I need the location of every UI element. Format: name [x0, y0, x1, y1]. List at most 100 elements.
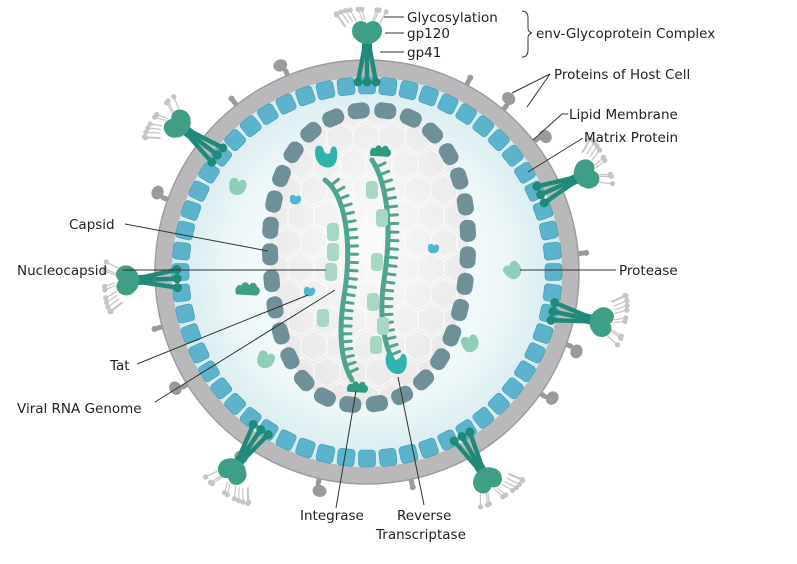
matrix-protein-unit — [175, 220, 195, 241]
glycan-sugar — [245, 500, 251, 506]
matrix-protein-block — [224, 393, 246, 415]
capsid-protein — [459, 246, 476, 269]
capsid-protein — [374, 102, 397, 120]
nucleocapsid-protein — [327, 223, 339, 241]
tat-protein-shape — [290, 194, 302, 205]
nucleocapsid-protein — [317, 309, 329, 327]
glycan-sugar — [614, 342, 621, 348]
glycan-sugar — [240, 499, 246, 505]
matrix-protein-block — [539, 220, 559, 241]
capsid-protein — [399, 108, 422, 128]
capsid-protein — [430, 348, 451, 371]
gp41-anchor — [457, 432, 467, 442]
capsid-protein — [442, 324, 462, 347]
gp41-stem — [541, 179, 577, 206]
capsid-segment — [365, 394, 389, 413]
glycan-sugar — [609, 181, 616, 187]
capsid-segment — [271, 322, 290, 345]
matrix-protein-block — [472, 115, 495, 138]
capsid-segment — [459, 246, 476, 269]
reverse-transcriptase-shape — [385, 353, 407, 374]
gp41-anchor — [172, 283, 182, 293]
host-protein-knob — [409, 484, 416, 491]
matrix-protein-block — [295, 437, 316, 459]
gp41-stem — [552, 300, 591, 320]
matrix-protein-block — [295, 85, 316, 107]
gp41-anchor — [546, 315, 556, 325]
matrix-protein-unit — [488, 393, 510, 415]
label-env-complex: env-Glycoprotein Complex — [536, 26, 715, 42]
capsid-protein — [280, 347, 300, 370]
matrix-protein-block — [239, 115, 262, 138]
capsid-segment — [300, 121, 322, 143]
matrix-protein-block — [488, 393, 510, 415]
gp41-anchor — [548, 307, 558, 317]
glycan-sugar — [235, 498, 242, 504]
capsid-segment — [442, 324, 462, 347]
capsid-protein — [293, 369, 315, 392]
capsid-protein — [262, 216, 279, 239]
matrix-protein-unit — [378, 77, 398, 97]
protease — [503, 260, 522, 280]
tat-protein-shape — [304, 286, 316, 297]
matrix-protein-unit — [315, 444, 336, 464]
tat-protein — [304, 286, 316, 297]
capsid-hexagon — [391, 110, 419, 128]
matrix-protein-unit — [275, 429, 297, 451]
matrix-protein-unit — [539, 220, 559, 241]
glycan-sugar — [338, 9, 344, 15]
capsid-segment — [261, 243, 279, 266]
env-complex-brace — [521, 10, 533, 58]
label-transcriptase: Transcriptase — [375, 527, 466, 543]
glycan-sugar — [588, 136, 594, 142]
capsid-protein — [261, 243, 279, 266]
glycan-sugar — [591, 139, 597, 146]
matrix-protein-unit — [188, 180, 210, 202]
capsid-hexagon — [365, 110, 393, 128]
env-glycoprotein-spike — [102, 259, 182, 315]
nucleocapsid-protein — [370, 336, 382, 354]
label-integrase: Integrase — [300, 508, 364, 524]
matrix-protein-unit — [257, 103, 279, 125]
gp41-stem — [188, 128, 226, 151]
integrase — [369, 145, 391, 157]
capsid-protein — [456, 193, 474, 216]
env-glycoprotein-spike — [449, 427, 526, 510]
integrase-shape — [369, 145, 391, 157]
capsid-segment — [322, 108, 345, 128]
rna-base — [345, 268, 359, 273]
matrix-protein-unit — [472, 406, 495, 429]
capsid-hexagon — [443, 200, 469, 232]
rna-base — [382, 280, 396, 285]
matrix-protein-block — [532, 323, 554, 344]
matrix-protein-block — [542, 241, 562, 261]
capsid-protein — [450, 167, 469, 190]
glycan-sugar — [145, 125, 151, 131]
matrix-protein-unit — [175, 303, 195, 324]
rna-base — [382, 187, 396, 193]
matrix-protein-block — [358, 449, 376, 468]
capsid-protein — [300, 121, 322, 143]
nucleocapsid-protein — [376, 209, 388, 227]
gp41-stem — [138, 267, 180, 280]
rna-base — [385, 255, 399, 260]
capsid-segment — [459, 219, 476, 242]
capsid-hexagon — [313, 110, 341, 128]
gp120-core — [355, 28, 379, 44]
matrix-protein-unit — [501, 144, 524, 167]
matrix-protein-block — [488, 129, 510, 151]
glycan-sugar — [596, 147, 603, 153]
glycan-sugar — [152, 114, 158, 120]
matrix-protein-unit — [224, 129, 246, 151]
matrix-protein-block — [275, 429, 297, 451]
nucleocapsid-protein — [325, 263, 337, 281]
gp41-stem — [467, 429, 485, 469]
capsid-segment — [280, 347, 300, 370]
matrix-protein-unit — [437, 93, 459, 115]
host-protein-neck — [315, 482, 320, 489]
gp41-anchor — [550, 298, 560, 308]
matrix-protein-block — [175, 303, 195, 324]
env-glycoprotein-spike — [141, 94, 228, 167]
glycan-sugar — [517, 481, 523, 487]
